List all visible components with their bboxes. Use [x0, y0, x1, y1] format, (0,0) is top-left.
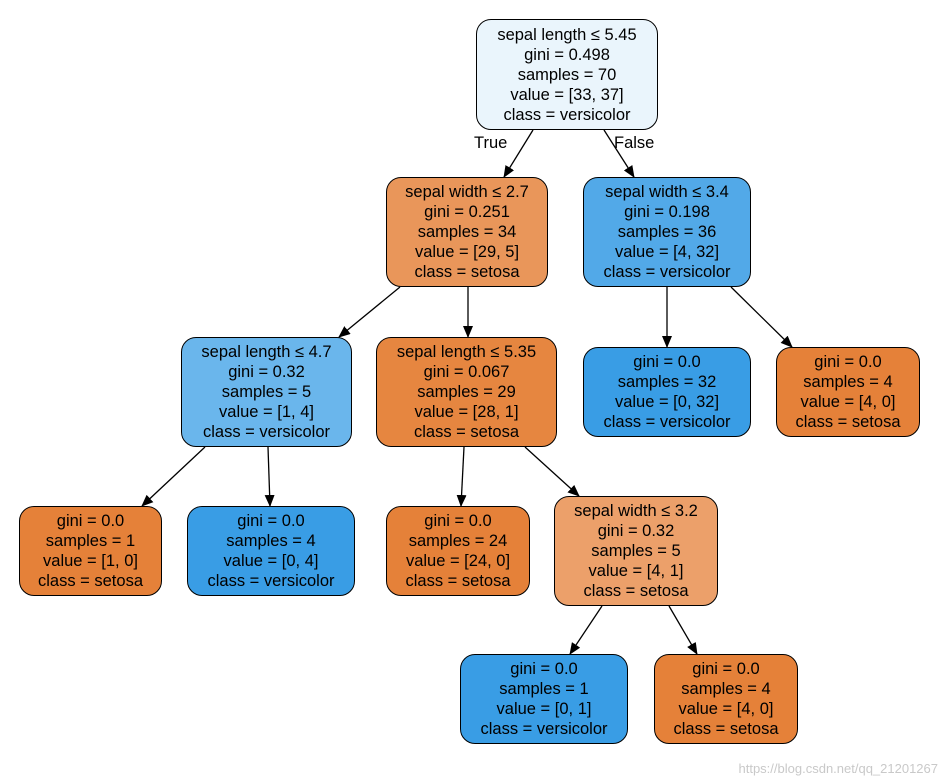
- node-line: gini = 0.0: [633, 353, 701, 371]
- tree-node-n7: gini = 0.0 samples = 1 value = [1, 0] class…: [19, 506, 162, 596]
- tree-node-n12: gini = 0.0 samples = 4 value = [4, 0] class…: [654, 654, 798, 744]
- node-line: gini = 0.067: [423, 363, 510, 381]
- node-line: class = versicolor: [503, 105, 631, 124]
- node-line: class = versicolor: [603, 413, 731, 431]
- node-line: gini = 0.0: [814, 353, 882, 371]
- node-line: class = versicolor: [207, 572, 335, 590]
- edge-n1-n3: [338, 286, 401, 338]
- node-line: samples = 36: [617, 223, 717, 241]
- node-line: class = setosa: [673, 720, 779, 738]
- node-line: samples = 1: [45, 532, 136, 550]
- node-line: samples = 34: [417, 223, 517, 241]
- tree-node-n4: sepal length ≤ 5.35 gini = 0.067 samples =…: [376, 337, 557, 447]
- node-line: value = [1, 0]: [43, 552, 138, 570]
- node-line: gini = 0.198: [624, 203, 710, 221]
- node-line: samples = 5: [591, 542, 681, 560]
- tree-node-n10: sepal width ≤ 3.2 gini = 0.32 samples = 5 v…: [554, 496, 718, 606]
- edge-label-true: True: [474, 134, 508, 152]
- node-line: sepal length ≤ 5.35: [396, 343, 537, 361]
- node-line: gini = 0.0: [692, 660, 760, 678]
- tree-node-n8: gini = 0.0 samples = 4 value = [0, 4] class…: [187, 506, 355, 596]
- node-line: value = [0, 32]: [614, 393, 720, 411]
- node-line: value = [24, 0]: [405, 552, 511, 570]
- watermark: https://blog.csdn.net/qq_21201267: [738, 761, 939, 776]
- node-line: sepal length ≤ 4.7: [201, 343, 332, 361]
- node-line: gini = 0.0: [510, 660, 578, 678]
- edge-n2-n6: [730, 286, 793, 348]
- node-line: samples = 5: [221, 383, 312, 401]
- node-line: class = versicolor: [603, 263, 731, 281]
- node-line: class = setosa: [795, 413, 901, 431]
- node-line: samples = 4: [681, 680, 771, 698]
- node-line: gini = 0.251: [424, 203, 510, 221]
- node-line: gini = 0.0: [56, 512, 125, 530]
- node-line: class = setosa: [405, 572, 511, 590]
- node-line: samples = 70: [517, 65, 617, 84]
- node-line: gini = 0.32: [597, 522, 675, 540]
- node-line: gini = 0.498: [524, 45, 610, 64]
- node-line: value = [29, 5]: [414, 243, 520, 261]
- node-line: sepal width ≤ 3.4: [605, 183, 729, 201]
- edge-root-n2: [603, 129, 635, 178]
- edge-root-n1: [503, 129, 534, 178]
- node-line: class = setosa: [583, 582, 689, 600]
- node-line: value = [4, 0]: [800, 393, 896, 411]
- node-line: sepal width ≤ 3.2: [574, 502, 698, 520]
- edge-n3-n7: [141, 446, 206, 507]
- node-line: gini = 0.0: [424, 512, 492, 530]
- tree-node-n3: sepal length ≤ 4.7 gini = 0.32 samples = 5…: [181, 337, 352, 447]
- tree-node-n6: gini = 0.0 samples = 4 value = [4, 0] class…: [776, 347, 920, 437]
- node-line: gini = 0.32: [228, 363, 305, 381]
- edge-n10-n12: [668, 605, 698, 655]
- node-line: class = setosa: [413, 423, 519, 441]
- node-line: value = [33, 37]: [510, 85, 624, 104]
- edge-n10-n11: [569, 605, 603, 655]
- tree-node-n9: gini = 0.0 samples = 24 value = [24, 0] cla…: [386, 506, 530, 596]
- node-line: samples = 4: [226, 532, 316, 550]
- node-line: sepal length ≤ 5.45: [497, 25, 637, 44]
- node-line: samples = 32: [617, 373, 717, 391]
- node-line: class = versicolor: [480, 720, 608, 738]
- edge-n4-n9: [456, 446, 467, 507]
- node-line: samples = 29: [417, 383, 516, 401]
- node-line: samples = 4: [803, 373, 893, 391]
- node-line: samples = 1: [499, 680, 589, 698]
- node-line: sepal width ≤ 2.7: [405, 183, 529, 201]
- node-line: samples = 24: [408, 532, 508, 550]
- node-line: value = [1, 4]: [219, 403, 314, 421]
- tree-node-n1: sepal width ≤ 2.7 gini = 0.251 samples = 3…: [386, 177, 548, 287]
- node-line: class = setosa: [414, 263, 520, 281]
- tree-node-n5: gini = 0.0 samples = 32 value = [0, 32] cla…: [583, 347, 751, 437]
- node-line: value = [4, 0]: [678, 700, 774, 718]
- node-line: value = [0, 4]: [223, 552, 319, 570]
- node-line: value = [28, 1]: [414, 403, 519, 421]
- node-line: class = versicolor: [203, 423, 330, 441]
- node-line: value = [4, 1]: [588, 562, 684, 580]
- node-line: value = [0, 1]: [496, 700, 592, 718]
- tree-node-n2: sepal width ≤ 3.4 gini = 0.198 samples = 3…: [583, 177, 751, 287]
- edge-label-false: False: [614, 134, 655, 152]
- edge-n4-n10: [524, 446, 580, 497]
- node-line: gini = 0.0: [237, 512, 305, 530]
- edge-n3-n8: [264, 446, 275, 507]
- node-line: value = [4, 32]: [614, 243, 720, 261]
- node-line: class = setosa: [37, 572, 143, 590]
- tree-node-n11: gini = 0.0 samples = 1 value = [0, 1] class…: [460, 654, 628, 744]
